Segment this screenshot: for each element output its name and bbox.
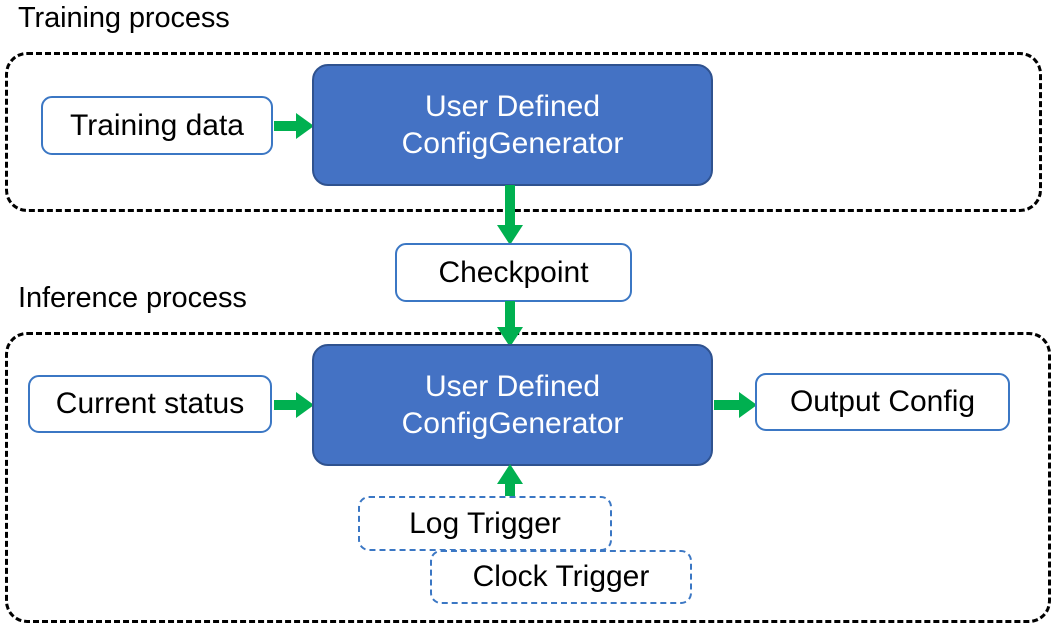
node-log-trigger[interactable]: Log Trigger [358,496,612,551]
node-user-defined-config-generator-inference[interactable]: User Defined ConfigGenerator [312,344,713,466]
arrow-training-data-to-generator [274,113,314,139]
node-training-data[interactable]: Training data [41,96,273,155]
node-label-line1: User Defined [424,89,601,123]
arrow-trigger-to-generator [497,464,523,500]
arrow-generator-to-output-config [714,392,757,418]
node-label-line2: ConfigGenerator [401,407,624,440]
inference-process-title: Inference process [18,282,247,314]
inference-process-group [5,332,1051,623]
node-clock-trigger[interactable]: Clock Trigger [430,550,692,604]
node-label-line2: ConfigGenerator [401,127,624,160]
training-process-group [5,52,1042,212]
arrow-generator-to-checkpoint [497,185,523,245]
node-user-defined-config-generator-training[interactable]: User Defined ConfigGenerator [312,64,713,186]
arrow-current-status-to-generator [274,392,314,418]
node-current-status[interactable]: Current status [28,375,272,433]
node-label-line1: User Defined [424,369,601,403]
node-checkpoint[interactable]: Checkpoint [395,243,632,302]
node-output-config[interactable]: Output Config [755,373,1010,431]
training-process-title: Training process [18,2,230,34]
arrow-checkpoint-to-generator [497,301,523,347]
